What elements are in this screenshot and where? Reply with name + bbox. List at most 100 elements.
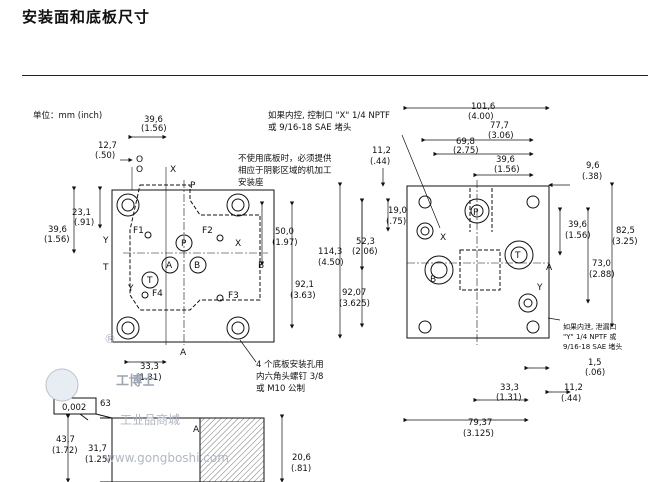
dim-r15: 33,3 xyxy=(500,383,519,393)
dim-r2-inch: (3.06) xyxy=(488,131,514,141)
dim-l7: 33,3 xyxy=(140,362,159,372)
dim-r5: 11,2 xyxy=(372,146,391,156)
note-top-3: 安装座 xyxy=(238,177,264,188)
dim-l5-inch: (1.97) xyxy=(272,238,298,248)
note-x-1: 如果内控, 控制口 "X" 1/4 NPTF xyxy=(268,110,390,121)
port-t-label: T xyxy=(146,276,153,286)
note-x-2: 或 9/16-18 SAE 堵头 xyxy=(268,122,352,133)
right-port-p: P xyxy=(473,208,479,218)
dim-r15-inch: (1.31) xyxy=(496,393,522,403)
port-p-label: P xyxy=(181,239,187,249)
note-bottom-3: 或 M10 公制 xyxy=(256,383,305,394)
right-port-x: X xyxy=(440,233,446,243)
note-top-2: 相应于阴影区域的机加工 xyxy=(238,165,332,176)
dim-l2-inch: (.50) xyxy=(95,151,115,161)
roughness-label: 63 xyxy=(100,399,111,409)
label-b-side: B xyxy=(258,261,264,271)
page-title: 安装面和底板尺寸 xyxy=(22,8,151,26)
dim-r7: 19,0 xyxy=(388,206,407,216)
dim-r8-inch: (2.06) xyxy=(352,247,378,257)
dim-r16: 11,2 xyxy=(564,383,583,393)
unit-label: 单位：mm (inch) xyxy=(33,110,102,121)
note-y-2: "Y" 1/4 NPTF 或 xyxy=(563,332,616,341)
right-port-t: T xyxy=(514,251,521,261)
dim-l7-inch: (1.31) xyxy=(136,373,162,383)
right-subplate-view xyxy=(406,180,550,345)
dim-l3: 23,1 xyxy=(72,208,91,218)
dim-r13: 73,0 xyxy=(592,259,611,269)
label-f2: F2 xyxy=(202,226,213,236)
dim-r7-inch: (.75) xyxy=(386,217,406,227)
dim-r12: 82,5 xyxy=(616,226,635,236)
dim-r4: 39,6 xyxy=(496,155,515,165)
port-y-label: Y xyxy=(127,284,134,294)
dim-b3-inch: (.81) xyxy=(291,464,311,474)
dim-l1-inch: (1.56) xyxy=(141,124,167,134)
dim-l2: 12,7 xyxy=(98,141,117,151)
port-a-label: A xyxy=(166,261,173,271)
dim-r16-inch: (.44) xyxy=(561,394,581,404)
header-divider xyxy=(22,75,648,76)
label-f3: F3 xyxy=(228,291,239,301)
tolerance-label: 0,002 xyxy=(62,403,86,413)
watermark-brand: 工博士 xyxy=(116,373,155,389)
dim-b2: 31,7 xyxy=(88,444,107,454)
dim-r5-inch: (.44) xyxy=(370,157,390,167)
label-f1: F1 xyxy=(133,226,144,236)
dim-r1-inch: (4.00) xyxy=(468,112,494,122)
note-bottom-1: 4 个底板安装孔用 xyxy=(256,359,324,370)
port-x-label: X xyxy=(235,239,241,249)
watermark-sub: 工业品商城 xyxy=(120,412,180,427)
label-t: T xyxy=(102,263,109,273)
dim-b2-inch: (1.25) xyxy=(85,455,111,465)
note-top-1: 不使用底板时，必须提供 xyxy=(238,153,332,164)
watermark-url: www.gongboshi.com xyxy=(105,451,229,465)
dim-r11-inch: (1.56) xyxy=(565,231,591,241)
dim-b1-inch: (1.72) xyxy=(52,446,78,456)
dim-r6-inch: (.38) xyxy=(582,172,602,182)
dim-r9: 114,3 xyxy=(318,247,342,257)
right-plate-outline xyxy=(406,185,550,339)
right-port-b: B xyxy=(430,275,436,285)
dim-r2: 77,7 xyxy=(490,121,509,131)
watermark: ® 工博士 工业品商城 www.gongboshi.com xyxy=(45,332,229,465)
dim-r1: 101,6 xyxy=(471,102,495,112)
watermark-reg: ® xyxy=(104,332,116,346)
label-o-top: O xyxy=(136,155,143,165)
port-b-label: B xyxy=(194,261,200,271)
dim-r10-inch: (3.625) xyxy=(339,299,370,309)
left-mounting-face-view xyxy=(111,167,275,345)
label-p: P xyxy=(190,181,196,191)
right-port-a: A xyxy=(546,263,553,273)
note-y-1: 如果内泄, 泄漏口 xyxy=(563,322,616,331)
dim-l6-inch: (3.63) xyxy=(290,291,316,301)
dim-l4-inch: (1.56) xyxy=(44,235,70,245)
label-f4: F4 xyxy=(152,289,163,299)
right-port-y: Y xyxy=(536,283,543,293)
label-x: X xyxy=(170,165,176,175)
bottom-section-view xyxy=(53,397,285,482)
note-bottom-2: 内六角头螺钉 3/8 xyxy=(256,371,323,382)
dim-b3: 20,6 xyxy=(292,453,311,463)
dim-l5: 50,0 xyxy=(275,227,294,237)
dim-r11: 39,6 xyxy=(568,220,587,230)
dim-l3-inch: (.91) xyxy=(74,218,94,228)
dim-r13-inch: (2.88) xyxy=(589,270,615,280)
dim-b1: 43,7 xyxy=(56,435,75,445)
dim-r3: 69,8 xyxy=(456,137,475,147)
dim-r4-inch: (1.56) xyxy=(494,165,520,175)
note-y-3: 9/16-18 SAE 堵头 xyxy=(563,342,622,351)
dim-r8: 52,3 xyxy=(356,237,375,247)
bottom-port-a: A xyxy=(193,425,200,435)
label-y: Y xyxy=(102,236,109,246)
dim-r9-inch: (4.50) xyxy=(318,258,344,268)
dim-r6: 9,6 xyxy=(586,161,600,171)
label-o-bottom: O xyxy=(136,165,143,175)
dim-r3-inch: (2.75) xyxy=(453,146,479,156)
left-plate-outline xyxy=(111,189,275,343)
dim-l1: 39,6 xyxy=(144,115,163,125)
label-a-section: A xyxy=(180,348,187,358)
dim-r14: 1,5 xyxy=(588,358,602,368)
dim-r17: 79,37 xyxy=(468,418,492,428)
